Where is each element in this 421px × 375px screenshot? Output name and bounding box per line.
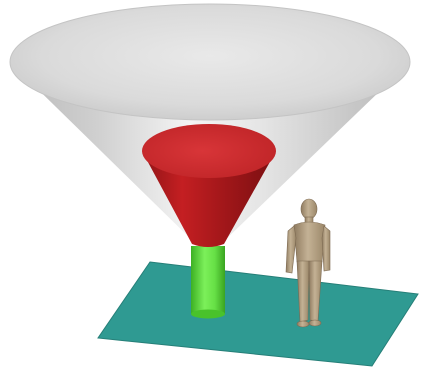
figure-head — [300, 198, 318, 220]
human-figure — [285, 198, 331, 328]
green-cylinder — [191, 246, 225, 319]
inner-cone — [142, 124, 276, 247]
ground-plane — [97, 261, 419, 367]
